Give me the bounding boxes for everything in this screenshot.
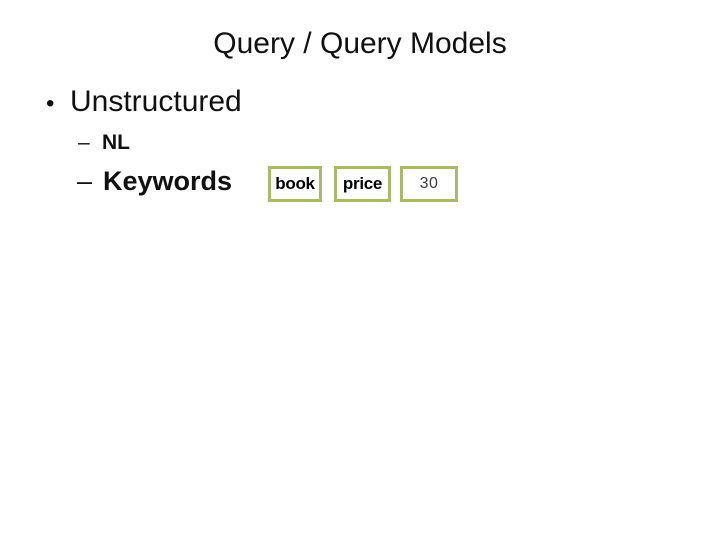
keyword-box-price-label: price bbox=[342, 174, 383, 193]
sub-bullet-label-nl: NL bbox=[102, 131, 130, 154]
slide-title: Query / Query Models bbox=[213, 27, 507, 60]
keyword-box-book: book bbox=[268, 166, 322, 202]
keyword-box-30: 30 bbox=[400, 166, 458, 202]
bullet-item-unstructured: • Unstructured bbox=[46, 85, 242, 119]
dash-bullet-icon: – bbox=[77, 166, 93, 196]
sub-bullet-item-nl: – NL bbox=[78, 131, 130, 155]
bullet-dot-icon: • bbox=[46, 90, 55, 117]
keyword-box-price: price bbox=[334, 166, 391, 202]
bullet-label-unstructured: Unstructured bbox=[70, 85, 242, 118]
dash-bullet-icon: – bbox=[78, 131, 90, 154]
keyword-box-book-label: book bbox=[275, 174, 315, 193]
sub-bullet-label-keywords: Keywords bbox=[103, 166, 233, 196]
sub-bullet-item-keywords: – Keywords bbox=[77, 166, 232, 197]
keyword-box-30-label: 30 bbox=[419, 175, 439, 192]
